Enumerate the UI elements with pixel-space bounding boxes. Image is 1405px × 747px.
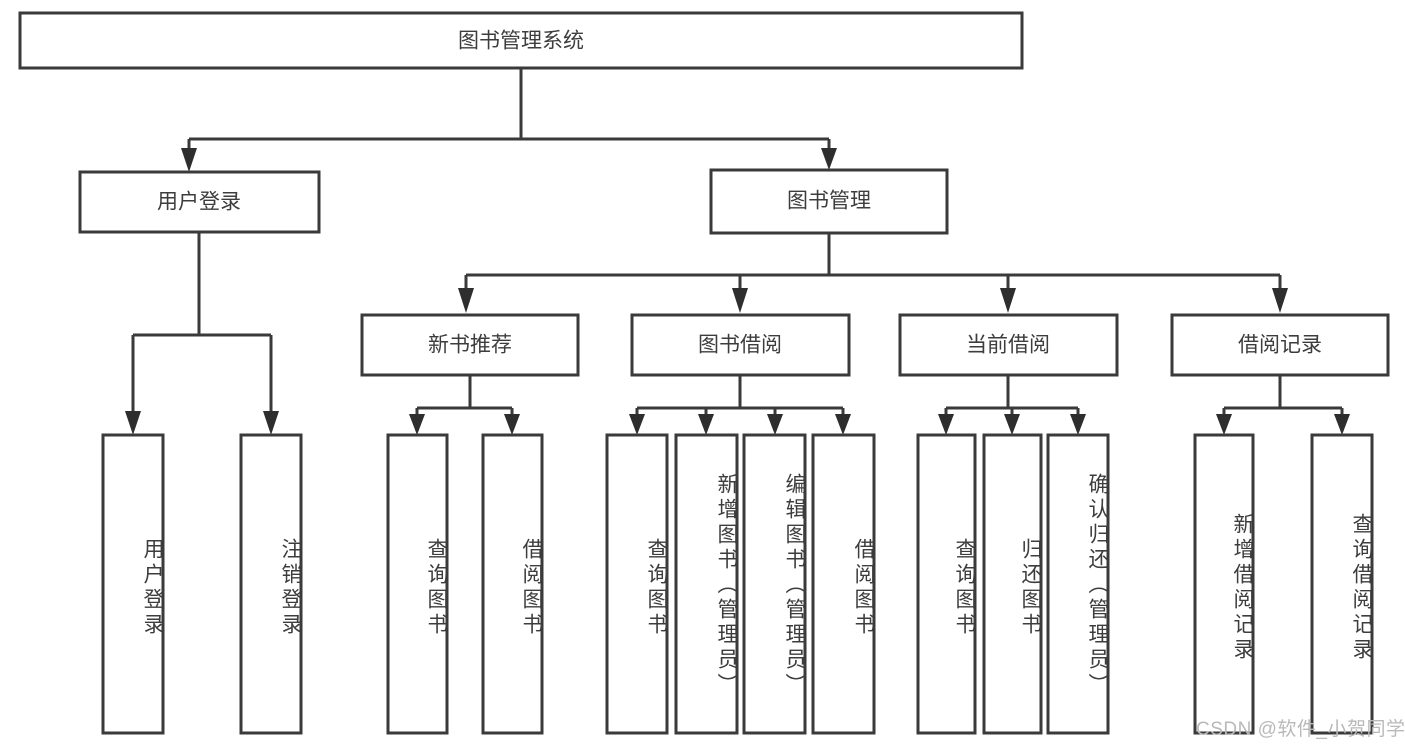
leaf-box-confirm-return[interactable] (1046, 433, 1110, 735)
node-book-borrow-box[interactable] (630, 313, 851, 377)
leaf-box-query-book-2[interactable] (605, 433, 669, 735)
leaf-box-user-login[interactable] (101, 433, 165, 735)
node-current-borrow-label: 当前借阅 (966, 334, 1050, 357)
node-user-login[interactable]: 用户登录 (78, 170, 321, 234)
node-new-book-rec[interactable]: 新书推荐 (360, 313, 580, 377)
node-root[interactable]: 图书管理系统 (18, 11, 1024, 70)
leaf-box-logout-login[interactable] (239, 433, 303, 735)
node-new-book-rec-label: 新书推荐 (428, 334, 512, 357)
arrowhead-to-newbook (458, 288, 474, 313)
arrowhead-leaf-4 (504, 414, 520, 435)
arrowhead-leaf-10 (1004, 414, 1020, 435)
leaf-box-add-book[interactable] (674, 433, 739, 735)
leaf-box-borrow-book-1[interactable] (481, 433, 544, 735)
node-borrow-record[interactable]: 借阅记录 (1170, 313, 1390, 377)
csdn-watermark: CSDN @软件_小贺同学 (1196, 719, 1405, 740)
node-root-box[interactable] (18, 11, 1024, 70)
node-book-manage-box[interactable] (709, 168, 949, 235)
node-borrow-record-label: 借阅记录 (1238, 334, 1322, 357)
leaf-box-borrow-book-2[interactable] (811, 433, 876, 735)
arrowhead-leaf-12 (1216, 414, 1232, 435)
arrowhead-to-userlogin (181, 148, 197, 172)
leaf-boxes-group (101, 433, 1374, 735)
leaf-box-query-record[interactable] (1310, 433, 1374, 735)
leaf-box-add-record[interactable] (1193, 433, 1255, 735)
node-borrow-record-box[interactable] (1170, 313, 1390, 377)
node-book-manage[interactable]: 图书管理 (709, 168, 949, 235)
arrowhead-leaf-6 (698, 414, 714, 435)
arrowhead-leaf-9 (938, 414, 954, 435)
node-new-book-rec-box[interactable] (360, 313, 580, 377)
arrowhead-group (125, 148, 1350, 435)
leaf-box-return-book[interactable] (982, 433, 1043, 735)
node-user-login-label: 用户登录 (157, 191, 241, 214)
arrowhead-leaf-13 (1334, 414, 1350, 435)
arrowhead-leaf-7 (767, 414, 783, 435)
arrowhead-leaf-8 (835, 414, 851, 435)
leaf-box-edit-book[interactable] (742, 433, 807, 735)
leaf-box-query-book-3[interactable] (916, 433, 977, 735)
node-user-login-box[interactable] (78, 170, 321, 234)
arrowhead-leaf-2 (263, 411, 279, 435)
arrowhead-leaf-3 (409, 414, 425, 435)
node-book-borrow-label: 图书借阅 (698, 334, 782, 357)
node-current-borrow-box[interactable] (898, 313, 1119, 377)
node-book-manage-label: 图书管理 (787, 190, 871, 213)
node-book-borrow[interactable]: 图书借阅 (630, 313, 851, 377)
arrowhead-leaf-5 (629, 414, 645, 435)
arrowhead-to-current (1000, 288, 1016, 313)
leaf-box-query-book-1[interactable] (386, 433, 449, 735)
arrowhead-leaf-1 (125, 411, 141, 435)
arrowhead-leaf-11 (1070, 414, 1086, 435)
arrowhead-to-borrow (732, 288, 748, 313)
arrowhead-to-bookmanage (821, 148, 837, 170)
node-current-borrow[interactable]: 当前借阅 (898, 313, 1119, 377)
node-root-label: 图书管理系统 (458, 30, 584, 53)
arrowhead-to-record (1272, 288, 1288, 313)
